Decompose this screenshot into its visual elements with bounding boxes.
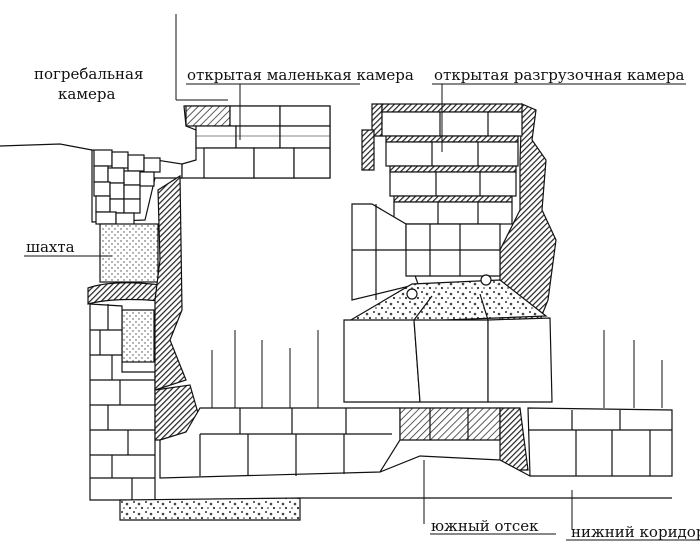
label-south-compartment: южный отсек: [431, 517, 539, 535]
label-shaft: шахта: [26, 238, 75, 256]
label-lower-corridor: нижний коридор: [571, 523, 700, 541]
label-open-relief-chamber: открытая разгрузочная камера: [434, 66, 684, 84]
vertical-guides: [175, 14, 663, 408]
left-masonry: [87, 149, 201, 501]
small-chamber-blocks: [181, 105, 331, 179]
label-burial-chamber-line1: погребальная: [34, 65, 143, 83]
label-open-small-chamber: открытая маленькая камера: [187, 66, 414, 84]
lower-masonry: [119, 407, 673, 521]
label-burial-chamber: погребальная камера: [34, 65, 143, 103]
label-leaders: [24, 83, 700, 541]
relief-chamber-blocks: [343, 103, 557, 403]
label-burial-chamber-line2: камера: [58, 85, 115, 103]
ground-line: [0, 143, 93, 151]
